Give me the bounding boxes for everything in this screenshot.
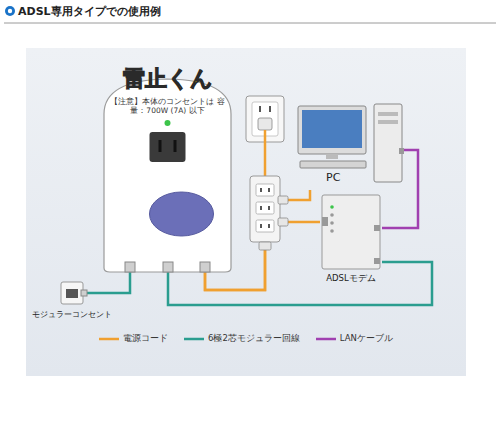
cable — [168, 262, 432, 305]
device-label: PC — [326, 171, 366, 184]
legend-swatch — [99, 335, 119, 343]
adsl-modem: ADSLモデム — [320, 195, 382, 287]
legend-text: 電源コード — [123, 333, 168, 345]
product-title: 雷止くん — [100, 66, 235, 92]
surge-protector-outline — [100, 66, 235, 272]
legend-item: LANケーブル — [316, 333, 393, 345]
pc: PC — [298, 104, 404, 190]
bullet-icon-center — [8, 9, 12, 13]
legend-swatch — [316, 335, 336, 343]
legend-text: LANケーブル — [340, 333, 393, 345]
surge-protector: 雷止くん【注意】本体のコンセントは 容量：700W (7A) 以下 — [100, 66, 235, 272]
legend: 電源コード 6極2芯モジュラー回線 LANケーブル — [26, 333, 466, 345]
modular-jack: モジュラーコンセント — [28, 282, 116, 330]
heading: ADSL専用タイプでの使用例 — [18, 5, 161, 18]
power-cord — [264, 130, 267, 176]
power-strip — [250, 176, 288, 250]
jack-illustration — [61, 282, 116, 304]
legend-item: 電源コード — [99, 333, 168, 345]
modem-illustration — [322, 195, 380, 269]
cable — [116, 272, 130, 293]
legend-text: 6極2芯モジュラー回線 — [208, 333, 300, 345]
bullet-icon — [5, 6, 15, 16]
legend-item: 6極2芯モジュラー回線 — [184, 333, 300, 345]
surge-protector-body — [104, 79, 231, 272]
modular-jack-outline — [28, 282, 116, 330]
caution-note: 【注意】本体のコンセントは 容量：700W (7A) 以下 — [108, 97, 227, 116]
panel — [26, 48, 466, 376]
pc-outline — [298, 104, 404, 190]
legend-swatch — [184, 335, 204, 343]
header-rule — [4, 23, 496, 24]
device-label: ADSLモデム — [320, 273, 382, 285]
device-label: モジュラーコンセント — [28, 309, 116, 320]
pc-illustration — [298, 104, 404, 182]
